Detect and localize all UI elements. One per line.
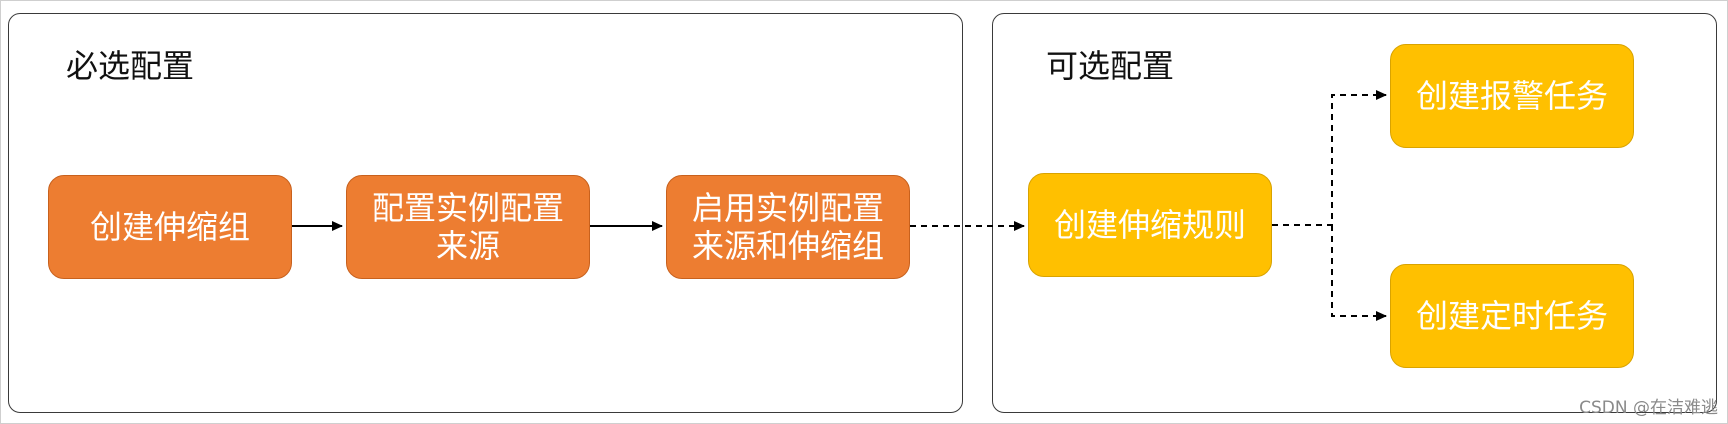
required-config-title: 必选配置 <box>66 47 195 85</box>
node-configure-instance-source: 配置实例配置 来源 <box>346 175 590 279</box>
node-create-scaling-group-line1: 创建伸缩组 <box>89 208 250 246</box>
node-configure-instance-source-line2: 来源 <box>435 227 500 265</box>
watermark-text: CSDN @在洁难逃 <box>1579 398 1718 418</box>
node-configure-instance-source-line1: 配置实例配置 <box>371 189 564 227</box>
node-create-scheduled-task-line1: 创建定时任务 <box>1415 297 1608 335</box>
node-enable-source-and-group-line2: 来源和伸缩组 <box>691 227 884 265</box>
node-enable-source-and-group-line1: 启用实例配置 <box>691 189 884 227</box>
node-create-alarm-task: 创建报警任务 <box>1390 44 1634 148</box>
node-create-scaling-rule: 创建伸缩规则 <box>1028 173 1272 277</box>
node-create-scaling-group: 创建伸缩组 <box>48 175 292 279</box>
optional-config-title: 可选配置 <box>1046 47 1175 85</box>
node-create-alarm-task-line1: 创建报警任务 <box>1415 77 1608 115</box>
node-create-scheduled-task: 创建定时任务 <box>1390 264 1634 368</box>
node-enable-source-and-group: 启用实例配置 来源和伸缩组 <box>666 175 910 279</box>
node-create-scaling-rule-line1: 创建伸缩规则 <box>1053 206 1246 244</box>
